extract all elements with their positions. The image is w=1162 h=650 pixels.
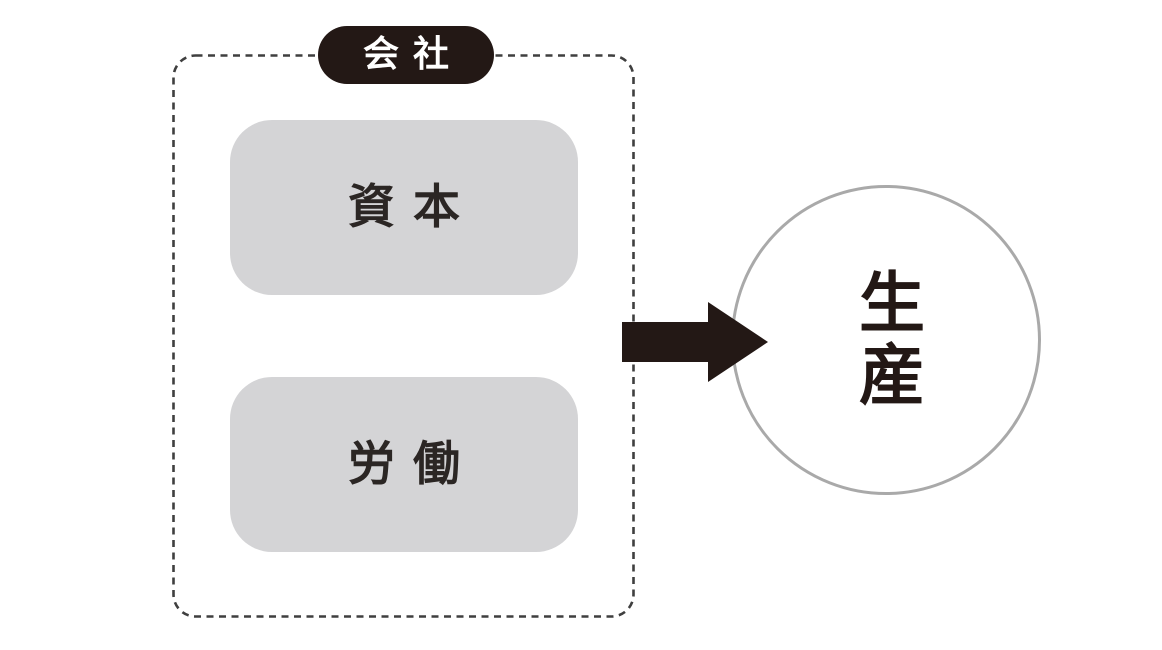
production-label: 生産 <box>848 268 925 412</box>
input-box-labor: 労働 <box>230 377 578 552</box>
output-circle-production: 生産 <box>731 185 1041 495</box>
capital-label: 資本 <box>348 180 478 235</box>
company-title-label: 会社 <box>362 34 463 75</box>
labor-label: 労働 <box>348 437 478 492</box>
arrow-right-icon <box>622 302 768 382</box>
input-box-capital: 資本 <box>230 120 578 295</box>
company-title-pill: 会社 <box>318 26 494 84</box>
